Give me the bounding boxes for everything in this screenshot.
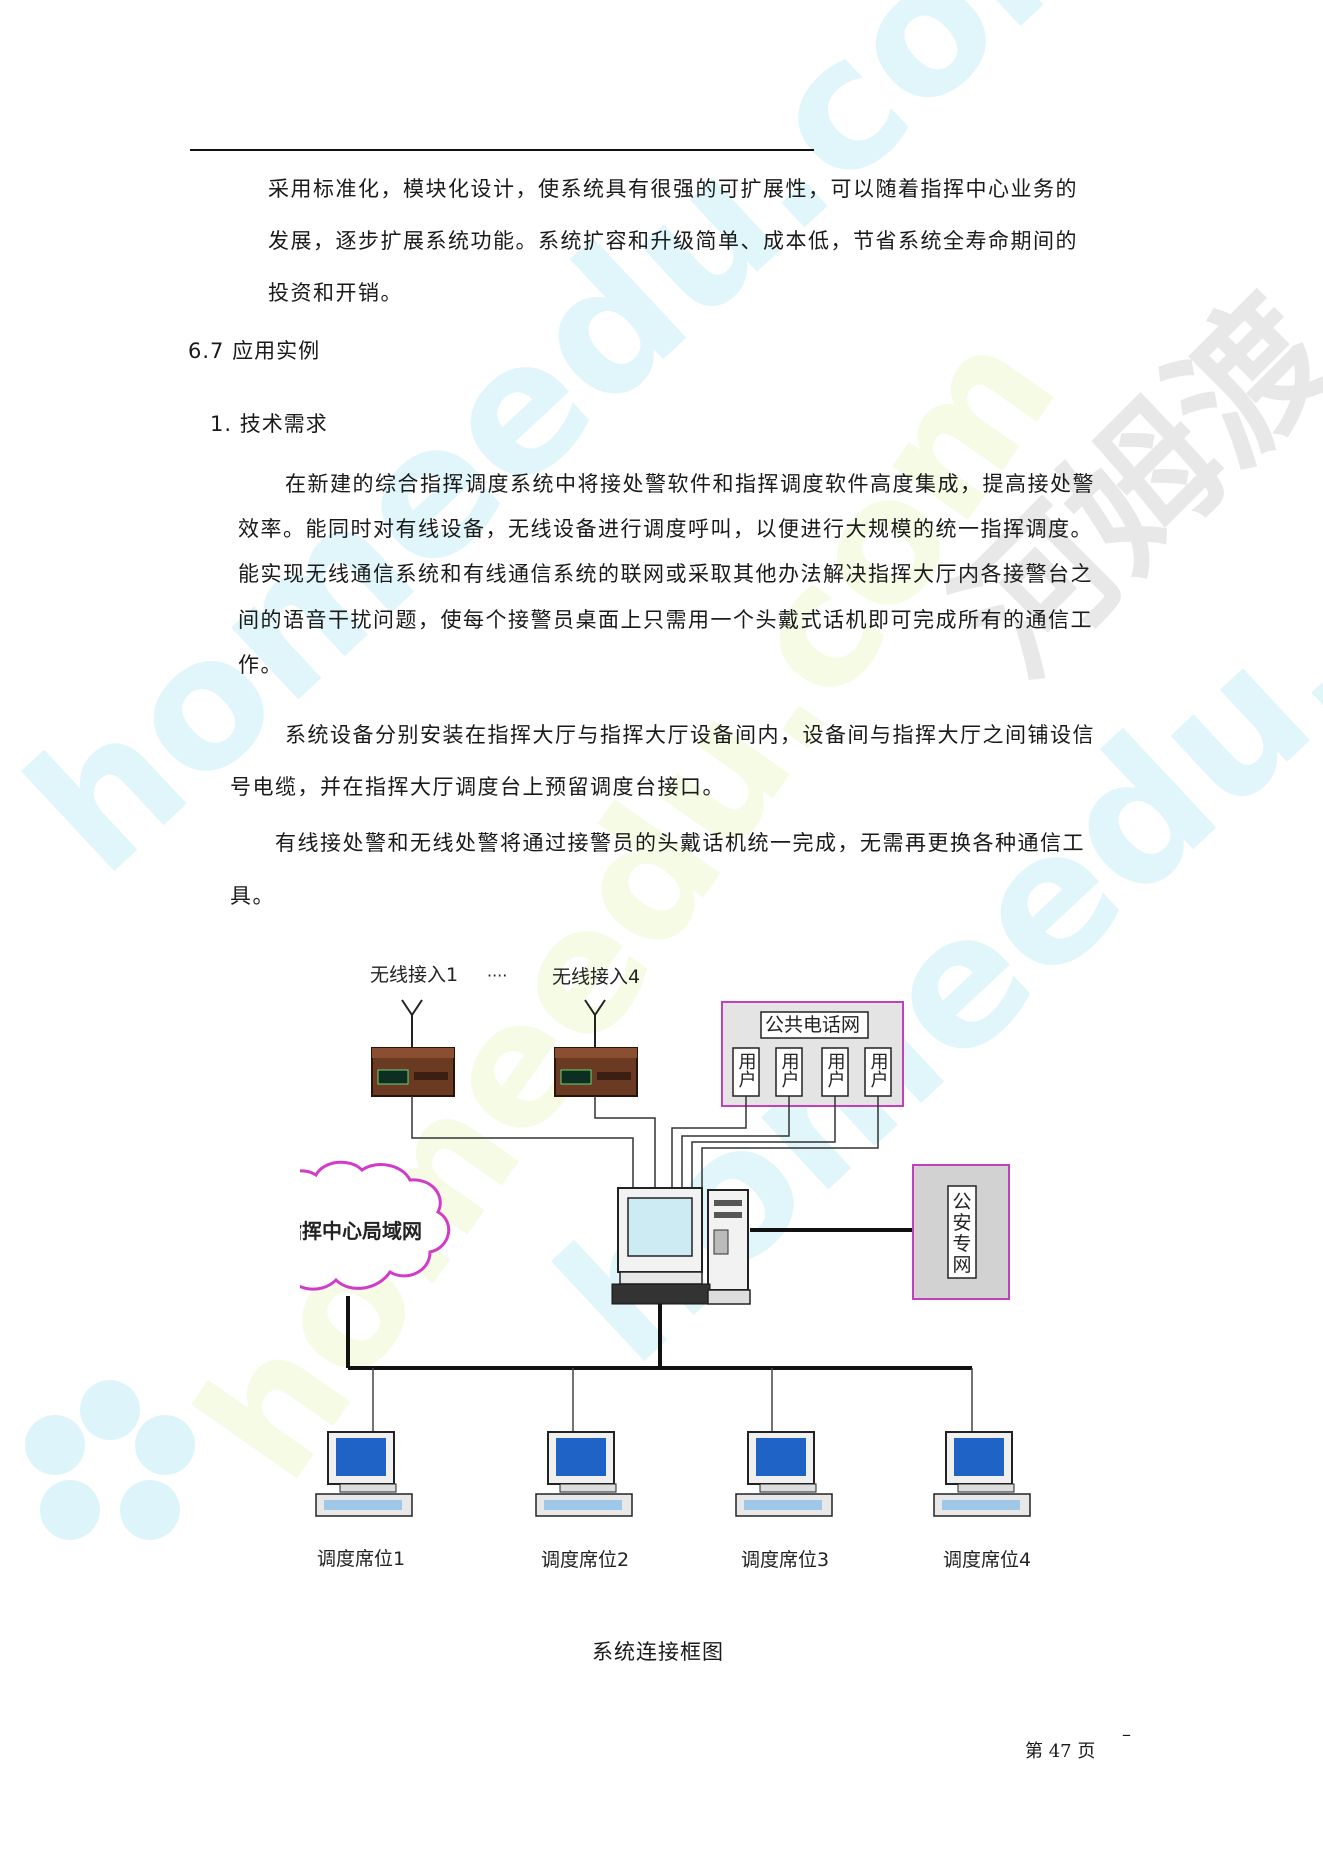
station-3-label: 调度席位3 (741, 1549, 829, 1571)
police-char-1: 公 (952, 1191, 971, 1213)
paragraph-1-line-3: 投资和开销。 (268, 281, 403, 305)
police-char-2: 安 (952, 1212, 971, 1234)
lan-label: 指挥中心局域网 (300, 1219, 422, 1243)
paragraph-4-line-1: 有线接处警和无线处警将通过接警员的头戴话机统一完成，无需再更换各种通信工 (275, 831, 1085, 855)
connection-lines (411, 1096, 879, 1190)
user-3-label: 用户 (825, 1052, 846, 1088)
paragraph-4-line-2: 具。 (230, 884, 275, 908)
station-1-label: 调度席位1 (317, 1548, 405, 1570)
dots-label: ···· (487, 966, 507, 985)
radio-unit-1-icon (371, 1047, 455, 1097)
user-boxes (732, 1047, 892, 1097)
user-2-label: 用户 (779, 1052, 800, 1088)
station-drops (372, 1368, 973, 1432)
user-4-label: 用户 (868, 1052, 889, 1088)
paragraph-2-line-1: 在新建的综合指挥调度系统中将接处警软件和指挥调度软件高度集成，提高接处警 (285, 472, 1095, 496)
paragraph-3-line-1: 系统设备分别安装在指挥大厅与指挥大厅设备间内，设备间与指挥大厅之间铺设信 (285, 723, 1095, 747)
police-char-3: 专 (952, 1233, 971, 1255)
server-computer-icon (611, 1187, 751, 1305)
paragraph-2-line-5: 作。 (238, 653, 283, 677)
police-char-4: 网 (952, 1254, 971, 1276)
page-number: 第 47 页 (1025, 1741, 1096, 1762)
station-2-label: 调度席位2 (541, 1549, 629, 1571)
pstn-label-box (760, 1011, 869, 1039)
station-1-computer-icon (315, 1431, 413, 1517)
system-connection-diagram: 无线接入1 ···· 无线接入4 公共电话网 用户 用户 用户 用户 (300, 964, 1031, 1571)
watermark-flower-icon (25, 1380, 195, 1540)
station-2-computer-icon (535, 1431, 633, 1517)
pstn-label: 公共电话网 (765, 1014, 860, 1036)
paragraph-1-line-2: 发展，逐步扩展系统功能。系统扩容和升级简单、成本低，节省系统全寿命期间的 (268, 229, 1078, 253)
wireless-access-1-label: 无线接入1 (370, 964, 458, 986)
section-heading: 6.7 应用实例 (188, 339, 321, 363)
paragraph-2-line-2: 效率。能同时对有线设备，无线设备进行调度呼叫，以便进行大规模的统一指挥调度。 (238, 517, 1093, 541)
radio-unit-4-icon (554, 1047, 638, 1097)
figure-caption: 系统连接框图 (592, 1640, 724, 1664)
backbone-bus (346, 1296, 972, 1370)
antenna-icon (401, 999, 606, 1048)
wireless-access-4-label: 无线接入4 (552, 966, 640, 988)
paragraph-2-line-4: 间的语音干扰问题，使每个接警员桌面上只需用一个头戴式话机即可完成所有的通信工 (238, 608, 1093, 632)
station-3-computer-icon (735, 1431, 833, 1517)
page-dash: – (1122, 1724, 1131, 1745)
subsection-heading: 1. 技术需求 (210, 412, 328, 436)
user-1-label: 用户 (736, 1052, 757, 1088)
station-4-computer-icon (933, 1431, 1031, 1517)
paragraph-1-line-1: 采用标准化，模块化设计，使系统具有很强的可扩展性，可以随着指挥中心业务的 (268, 177, 1078, 201)
header-rule (190, 149, 814, 151)
lan-cloud-icon (300, 1160, 451, 1291)
paragraph-2-line-3: 能实现无线通信系统和有线通信系统的联网或采取其他办法解决指挥大厅内各接警台之 (238, 562, 1093, 586)
station-4-label: 调度席位4 (943, 1549, 1031, 1571)
paragraph-3-line-2: 号电缆，并在指挥大厅调度台上预留调度台接口。 (230, 775, 725, 799)
